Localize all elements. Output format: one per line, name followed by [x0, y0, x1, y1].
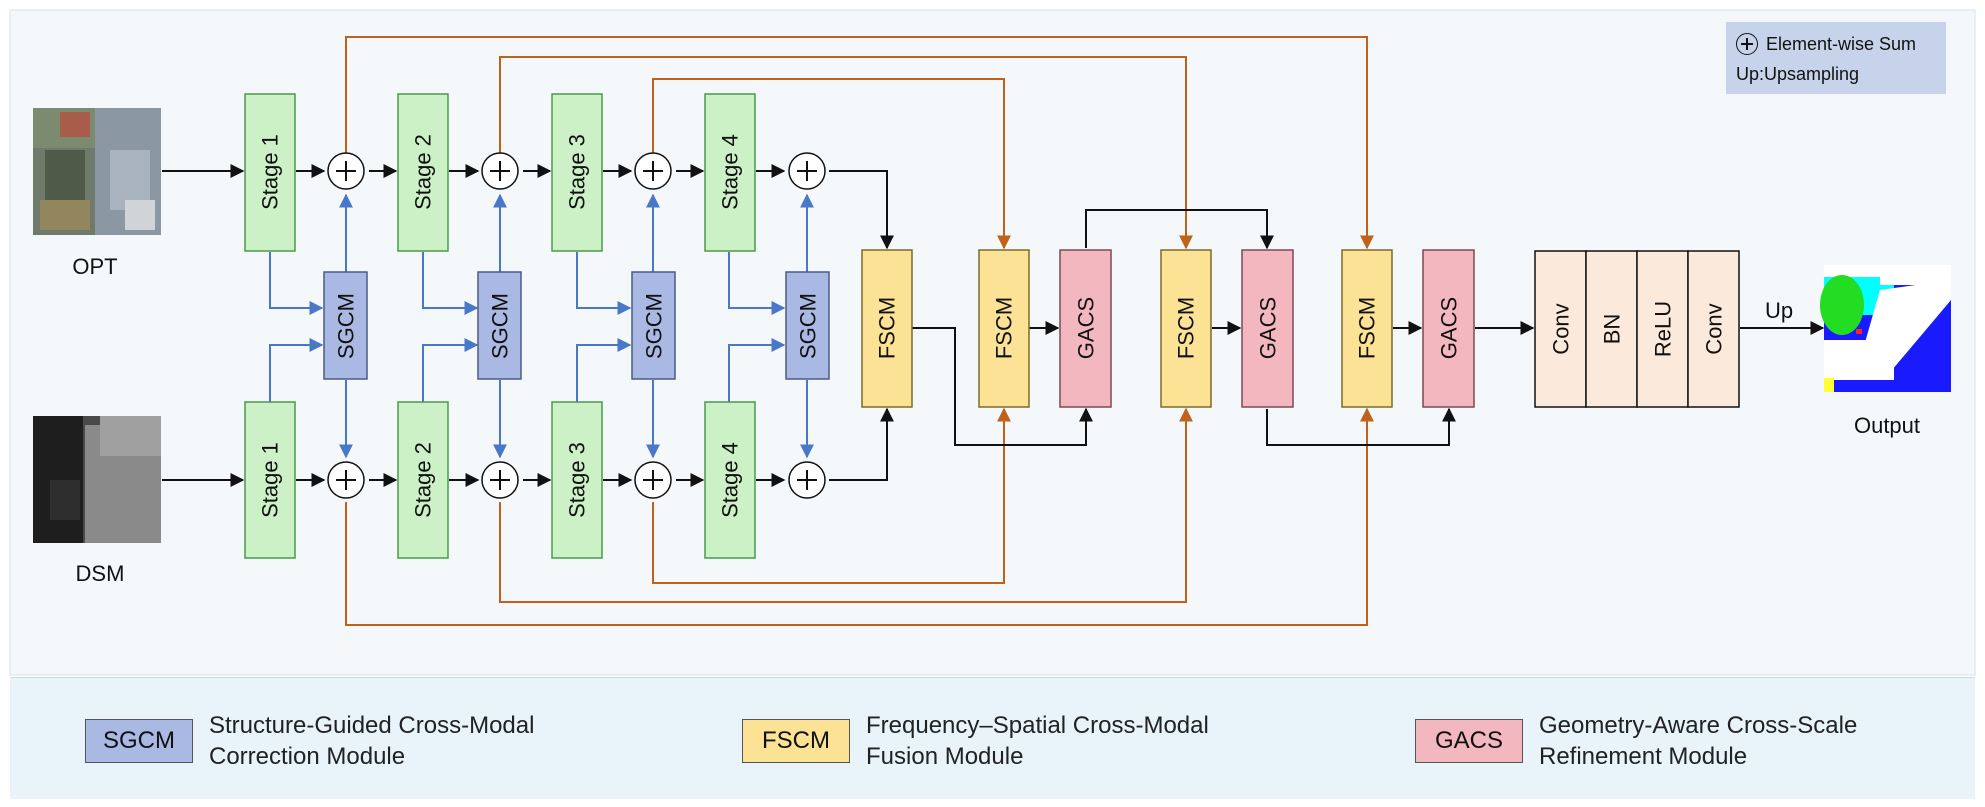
fscm-4-label: FSCM [1355, 297, 1380, 359]
up-label: Up [1765, 298, 1793, 323]
fscm-3 [1160, 249, 1212, 408]
stage-bottom-3-label: Stage 3 [565, 442, 590, 518]
stage-bottom-1 [244, 401, 296, 559]
stage-bottom-1-label: Stage 1 [258, 442, 283, 518]
sgcm-1 [323, 271, 368, 380]
stage-bottom-4 [704, 401, 756, 559]
gacs-1 [1059, 249, 1112, 408]
gacs-2 [1241, 249, 1294, 408]
sum-icon [327, 461, 365, 499]
key-up-label: Up:Upsampling [1736, 64, 1860, 84]
legend-item-fscm: FSCM Frequency–Spatial Cross-Modal Fusio… [742, 710, 1209, 772]
legend-desc-line: Refinement Module [1539, 743, 1748, 770]
legend-desc-line: Correction Module [209, 743, 406, 770]
fscm-2 [978, 249, 1030, 408]
sum-icons [327, 152, 826, 499]
gacs-3 [1422, 249, 1475, 408]
head-relu [1636, 250, 1689, 408]
sgcm-4-label: SGCM [796, 293, 821, 359]
gacs-1-label: GACS [1074, 297, 1099, 359]
sgcm-1-label: SGCM [334, 293, 359, 359]
head-conv-1-label: Conv [1549, 303, 1574, 354]
head-bn-label: BN [1600, 314, 1625, 345]
legend-swatch-fscm: FSCM [742, 719, 850, 763]
stage-top-4-label: Stage 4 [718, 134, 743, 210]
opt-image [33, 108, 161, 235]
legend-swatch-sgcm: SGCM [85, 719, 193, 763]
sum-icon [327, 152, 365, 190]
fscm-1 [861, 249, 913, 408]
stage-top-1 [244, 93, 296, 252]
key-sum-label: Element-wise Sum [1766, 33, 1917, 54]
sgcm-3 [631, 271, 676, 380]
sgcm-2 [477, 271, 522, 380]
sgcm-2-label: SGCM [488, 293, 513, 359]
fscm-1-label: FSCM [875, 297, 900, 359]
legend-desc-line: Fusion Module [866, 743, 1024, 770]
legend-desc-sgcm: Structure-Guided Cross-Modal Correction … [209, 710, 534, 772]
sum-icon [634, 461, 672, 499]
key-sum-row: Element-wise Sum [1736, 33, 1916, 55]
stage-top-3-label: Stage 3 [565, 134, 590, 210]
head-conv-1 [1534, 250, 1587, 408]
legend-desc-line: Geometry-Aware Cross-Scale [1539, 712, 1858, 739]
sum-icon [481, 461, 519, 499]
legend-panel: SGCM Structure-Guided Cross-Modal Correc… [10, 677, 1975, 799]
fscm-3-label: FSCM [1174, 297, 1199, 359]
fscm-2-label: FSCM [992, 297, 1017, 359]
stage-top-3 [551, 93, 603, 252]
legend-swatch-gacs: GACS [1415, 719, 1523, 763]
head-conv-2 [1687, 250, 1740, 408]
plus-circle-icon [1736, 33, 1758, 55]
stage-bottom-4-label: Stage 4 [718, 442, 743, 518]
output-label: Output [1854, 413, 1920, 438]
sum-icon [634, 152, 672, 190]
legend-desc-line: Structure-Guided Cross-Modal [209, 712, 535, 739]
stage-top-2 [397, 93, 449, 252]
legend-item-sgcm: SGCM Structure-Guided Cross-Modal Correc… [85, 710, 534, 772]
fscm-4 [1341, 249, 1393, 408]
gacs-2-label: GACS [1256, 297, 1281, 359]
key-box: Element-wise Sum Up:Upsampling [1726, 22, 1946, 94]
legend-desc-fscm: Frequency–Spatial Cross-Modal Fusion Mod… [866, 710, 1209, 772]
head-conv-2-label: Conv [1702, 303, 1727, 354]
stage-top-2-label: Stage 2 [411, 134, 436, 210]
sgcm-4 [785, 271, 830, 380]
sgcm-3-label: SGCM [642, 293, 667, 359]
stage-bottom-2 [397, 401, 449, 559]
sum-icon [788, 461, 826, 499]
dsm-image [33, 416, 161, 543]
gacs-3-label: GACS [1437, 297, 1462, 359]
head-bn [1585, 250, 1638, 408]
dsm-label: DSM [76, 561, 125, 586]
legend-desc-line: Frequency–Spatial Cross-Modal [866, 712, 1209, 739]
stage-bottom-3 [551, 401, 603, 559]
stage-top-4 [704, 93, 756, 252]
head-relu-label: ReLU [1651, 301, 1676, 357]
sum-icon [481, 152, 519, 190]
legend-desc-gacs: Geometry-Aware Cross-Scale Refinement Mo… [1539, 710, 1857, 772]
opt-label: OPT [72, 254, 117, 279]
stage-top-1-label: Stage 1 [258, 134, 283, 210]
legend-item-gacs: GACS Geometry-Aware Cross-Scale Refineme… [1415, 710, 1857, 772]
stage-bottom-2-label: Stage 2 [411, 442, 436, 518]
sum-icon [788, 152, 826, 190]
key-up-row: Up:Upsampling [1736, 64, 1859, 85]
output-image [1820, 265, 1951, 392]
